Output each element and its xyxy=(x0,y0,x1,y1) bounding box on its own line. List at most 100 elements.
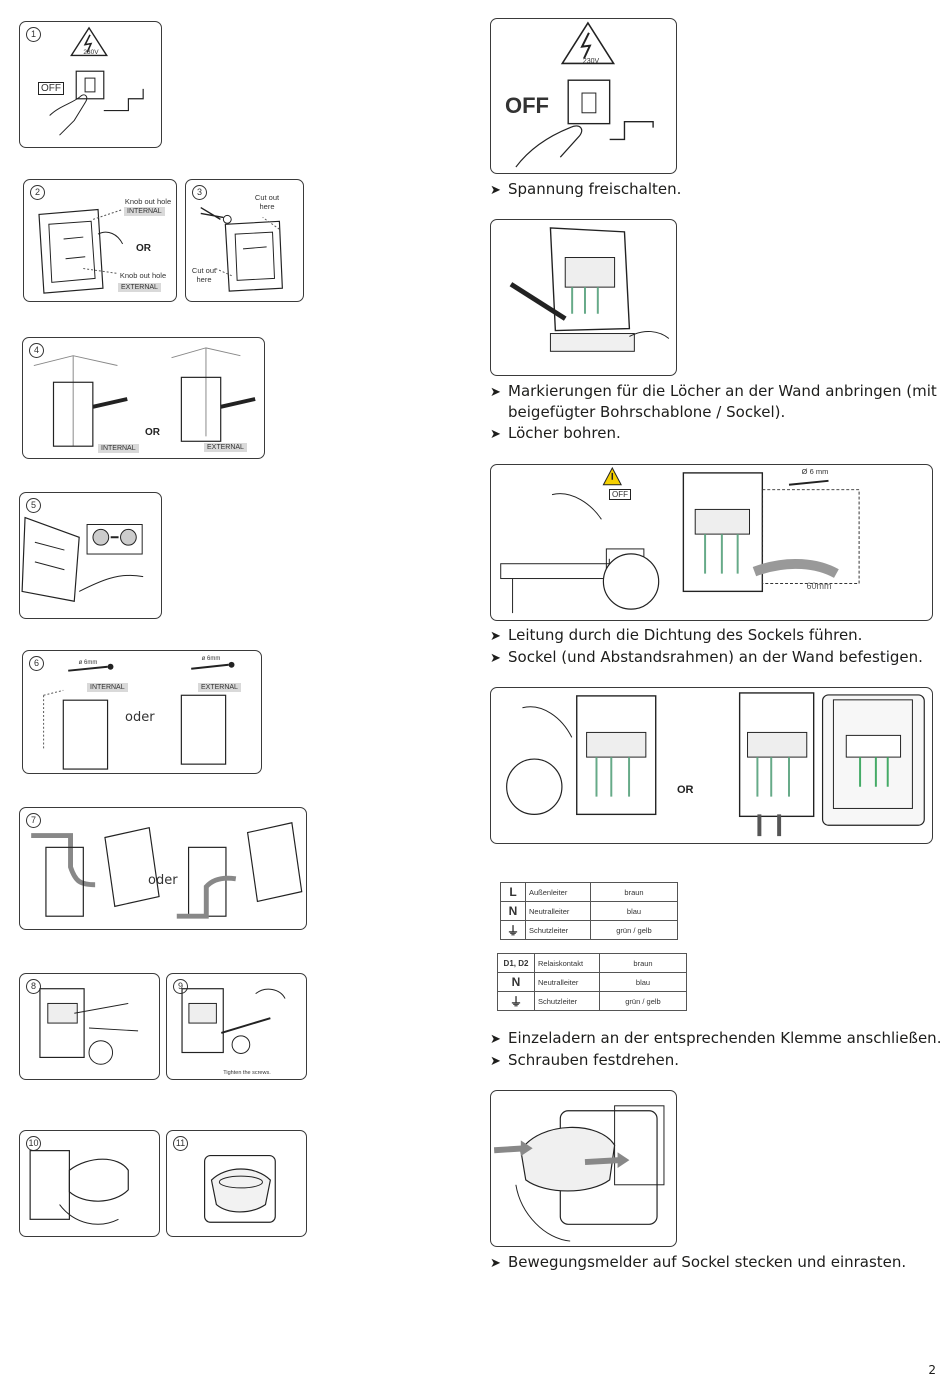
step-text-2: ➤Markierungen für die Löcher an der Wand… xyxy=(490,381,937,403)
switch-off-illustration xyxy=(49,26,144,136)
step-text-2-continued: beigefügter Bohrschablone / Sockel). xyxy=(508,403,786,421)
table-row: L Außenleiter braun xyxy=(500,882,678,902)
or-label: OR xyxy=(677,784,694,796)
step-5-panel: 5 xyxy=(19,492,162,619)
step-1-panel: 1 230V OFF xyxy=(19,21,162,148)
table-row: N Neutralleiter blau xyxy=(500,901,678,921)
drilling-and-mounting-illustration xyxy=(500,466,860,614)
cable-routing-illustration xyxy=(31,822,303,919)
warning-voltage-label: 230V xyxy=(582,58,600,65)
wire-color: braun xyxy=(599,953,687,973)
arrow-icon: ➤ xyxy=(490,183,501,198)
step-text-7: ➤Schrauben festdrehen. xyxy=(490,1050,679,1072)
off-label: OFF xyxy=(505,93,549,118)
distance-label: 60mm xyxy=(806,581,832,591)
step-number: 2 xyxy=(30,185,45,200)
step-number: 9 xyxy=(173,979,188,994)
arrow-icon: ➤ xyxy=(490,385,501,400)
step-text-6: ➤Einzeladern an der entsprechenden Klemm… xyxy=(490,1028,941,1050)
attach-sensor-illustration xyxy=(493,1105,665,1242)
wire-color: grün / gelb xyxy=(599,991,687,1011)
step-2-panel: 2 Knob out hole INTERNAL OR Knob out hol… xyxy=(23,179,177,302)
figure-wire-connection: OR xyxy=(490,687,933,844)
ground-icon: ⏚ xyxy=(500,920,526,940)
step-8-panel: 8 xyxy=(19,973,160,1080)
step-number: 3 xyxy=(192,185,207,200)
cut-out-illustration xyxy=(200,206,283,292)
step-text-4: ➤Leitung durch die Dichtung des Sockels … xyxy=(490,625,862,647)
drill-diameter-left: ø 6mm xyxy=(78,660,98,666)
step-text-8: ➤Bewegungsmelder auf Sockel stecken und … xyxy=(490,1252,906,1274)
arrow-icon: ➤ xyxy=(490,1032,501,1047)
terminal-symbol: L xyxy=(500,882,526,902)
terminal-symbol: N xyxy=(500,901,526,921)
switch-off-illustration xyxy=(515,21,654,168)
warning-voltage-label: 230V xyxy=(83,49,99,56)
step-number: 7 xyxy=(26,813,41,828)
step-4-panel: 4 OR INTERNAL EXTERNAL xyxy=(22,337,265,459)
cut-out-top-label-2: here xyxy=(259,202,275,211)
arrow-icon: ➤ xyxy=(490,651,501,666)
wire-color: blau xyxy=(599,972,687,992)
step-text-1: ➤Spannung freischalten. xyxy=(490,179,681,201)
cut-out-top-label-1: Cut out xyxy=(254,193,280,202)
wiring-table-2: D1, D2 Relaiskontakt braun N Neutralleit… xyxy=(497,953,687,1011)
external-tag: EXTERNAL xyxy=(198,683,241,692)
arrow-icon: ➤ xyxy=(490,427,501,442)
terminal-symbol: N xyxy=(497,972,535,992)
mounted-sensor-illustration xyxy=(204,1154,276,1223)
step-10-panel: 10 xyxy=(19,1130,160,1237)
off-label: OFF xyxy=(609,489,631,500)
external-tag: EXTERNAL xyxy=(204,443,247,452)
figure-attach-sensor xyxy=(490,1090,677,1247)
conductor-name: Schutzleiter xyxy=(525,920,591,940)
conductor-name: Außenleiter xyxy=(525,882,591,902)
step-text-3: ➤Löcher bohren. xyxy=(490,423,621,445)
knock-out-internal-label: Knob out hole xyxy=(124,197,172,206)
step-number: 1 xyxy=(26,27,41,42)
seal-insertion-illustration xyxy=(21,516,144,602)
step-7-panel: 7 oder xyxy=(19,807,307,930)
oder-label: oder xyxy=(125,710,155,725)
drill-diameter-right: ø 6mm xyxy=(201,656,221,662)
table-row: ⏚ Schutzleiter grün / gelb xyxy=(500,920,678,940)
step-number: 11 xyxy=(173,1136,188,1151)
internal-tag: INTERNAL xyxy=(98,444,139,453)
conductor-name: Neutralleiter xyxy=(534,972,600,992)
cut-out-bottom-label-2: here xyxy=(196,275,212,284)
drilling-illustration xyxy=(43,661,235,770)
step-9-panel: 9 Tighten the screws. xyxy=(166,973,307,1080)
step-text-5: ➤Sockel (und Abstandsrahmen) an der Wand… xyxy=(490,647,923,669)
conductor-name: Relaiskontakt xyxy=(534,953,600,973)
or-label: OR xyxy=(136,243,151,254)
conductor-name: Neutralleiter xyxy=(525,901,591,921)
arrow-icon: ➤ xyxy=(490,1256,501,1271)
ground-icon: ⏚ xyxy=(497,991,535,1011)
wall-mounting-illustration xyxy=(33,347,256,447)
figure-power-off: 230V OFF xyxy=(490,18,677,174)
oder-label: oder xyxy=(148,873,178,888)
step-11-panel: 11 xyxy=(166,1130,307,1237)
attach-sensor-illustration xyxy=(29,1150,129,1225)
internal-tag: INTERNAL xyxy=(124,207,165,216)
arrow-icon: ➤ xyxy=(490,1054,501,1069)
wire-color: blau xyxy=(590,901,678,921)
step-number: 8 xyxy=(26,979,41,994)
table-row: N Neutralleiter blau xyxy=(497,972,687,992)
internal-tag: INTERNAL xyxy=(87,683,128,692)
step-6-panel: 6 ø 6mm ø 6mm INTERNAL EXTERNAL oder xyxy=(22,650,262,774)
drill-diameter-label: Ø 6 mm xyxy=(801,467,829,476)
wiring-table-1: L Außenleiter braun N Neutralleiter blau… xyxy=(500,882,678,940)
marking-template-illustration xyxy=(509,227,670,352)
wire-connection-illustration xyxy=(39,988,139,1065)
arrow-icon: ➤ xyxy=(490,629,501,644)
tighten-screws-caption: Tighten the screws. xyxy=(223,1070,271,1076)
step-number: 5 xyxy=(26,498,41,513)
table-row: ⏚ Schutzleiter grün / gelb xyxy=(497,991,687,1011)
conductor-name: Schutzleiter xyxy=(534,991,600,1011)
screw-tightening-illustration xyxy=(181,988,286,1054)
wire-color: grün / gelb xyxy=(590,920,678,940)
knock-out-hole-illustration xyxy=(38,208,124,294)
wire-connection-illustration xyxy=(506,692,925,837)
page-number: 2 xyxy=(928,1363,936,1377)
